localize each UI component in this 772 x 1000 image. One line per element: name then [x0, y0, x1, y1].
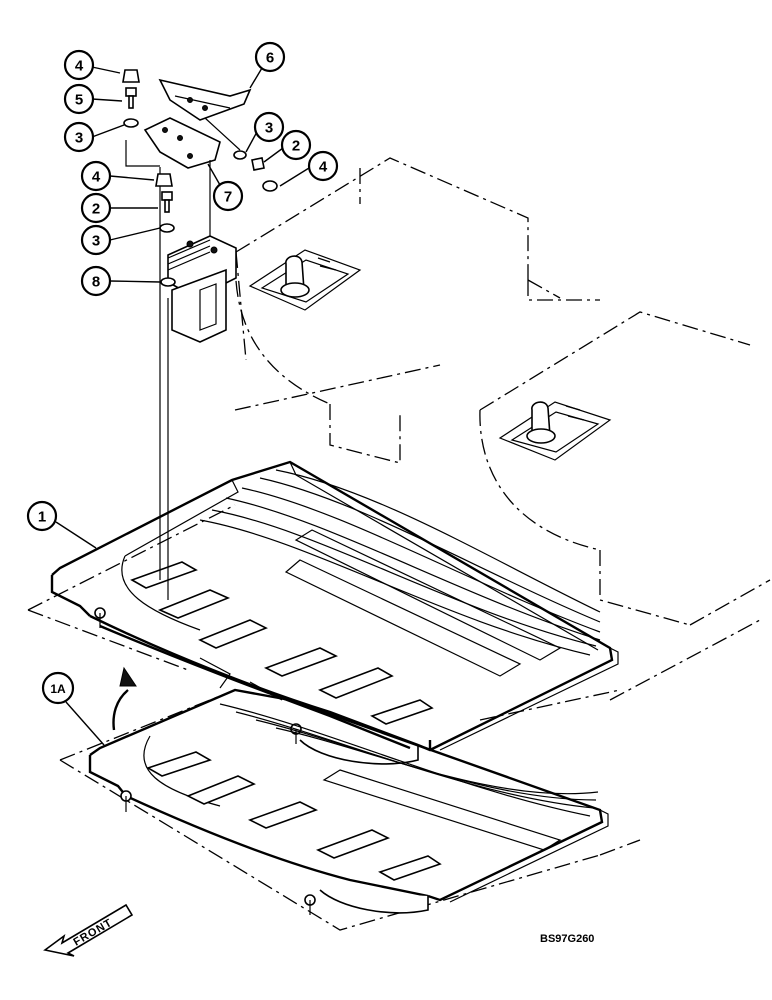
- callout-5-label: 5: [75, 92, 83, 109]
- callout-8-label: 8: [92, 274, 100, 291]
- callout-1: 1: [26, 500, 58, 532]
- callout-4-a-label: 4: [75, 58, 84, 75]
- callout-1a-label: 1A: [50, 682, 66, 696]
- callout-3-b: 3: [253, 111, 285, 143]
- callout-7-label: 7: [224, 189, 232, 206]
- switch-bracket-assembly: [122, 69, 278, 600]
- callout-1a: 1A: [41, 671, 75, 705]
- callout-3-c: 3: [80, 224, 112, 256]
- callout-6: 6: [254, 41, 286, 73]
- left-joystick: [248, 249, 362, 311]
- callout-3-c-label: 3: [92, 233, 100, 250]
- callout-4-c-label: 4: [92, 169, 101, 186]
- callout-6-label: 6: [266, 50, 274, 67]
- callout-leaders: [55, 66, 310, 746]
- callout-1-label: 1: [38, 509, 46, 526]
- callout-4-a: 4: [63, 49, 95, 81]
- front-direction-arrow: FRONT: [43, 903, 134, 957]
- floor-mat-lower: [88, 688, 609, 915]
- floor-outline: [27, 364, 761, 931]
- right-console-outline: [479, 280, 771, 626]
- callout-3-a-label: 3: [75, 130, 83, 147]
- floor-mat-upper: [50, 460, 619, 765]
- callout-3-b-label: 3: [265, 120, 273, 137]
- callout-2-b-label: 2: [92, 201, 100, 218]
- drawing-id: BS97G260: [540, 933, 594, 945]
- callout-4-c: 4: [80, 160, 112, 192]
- right-joystick: [498, 401, 612, 461]
- callout-5: 5: [63, 83, 95, 115]
- callout-7: 7: [212, 180, 244, 212]
- callout-2-a: 2: [280, 129, 312, 161]
- left-console-outline: [234, 157, 561, 464]
- callout-8: 8: [80, 265, 112, 297]
- callout-2-a-label: 2: [292, 138, 300, 155]
- callout-3-a: 3: [63, 121, 95, 153]
- rotation-arrow: [112, 666, 137, 731]
- callout-4-b-label: 4: [319, 159, 328, 176]
- callout-2-b: 2: [80, 192, 112, 224]
- callout-4-b: 4: [307, 150, 339, 182]
